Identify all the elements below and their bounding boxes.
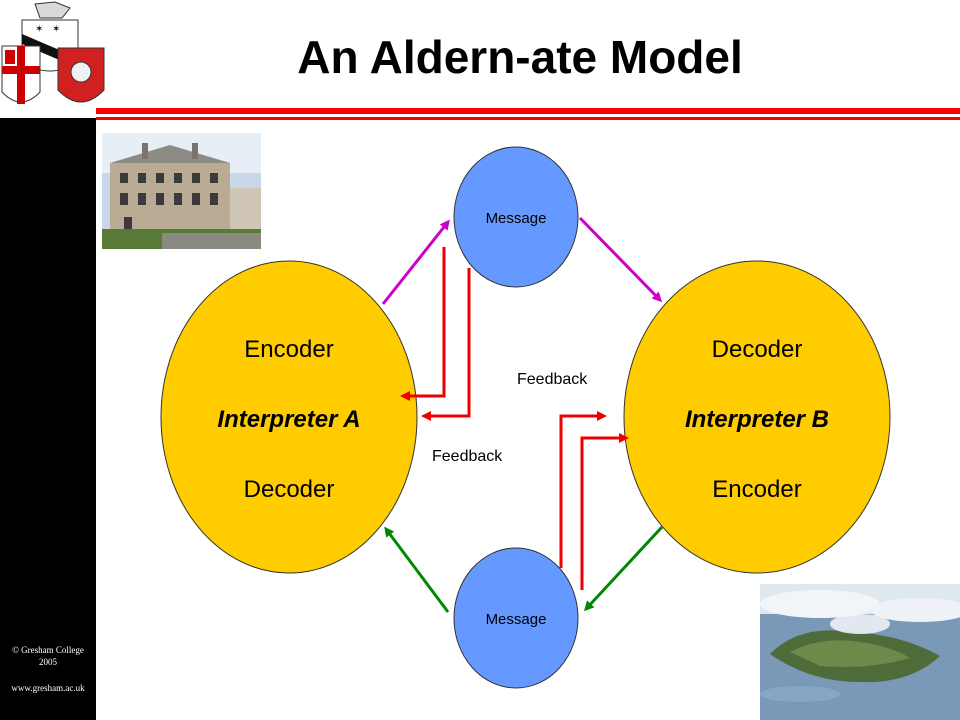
arrow-message-to-b [578, 216, 663, 303]
interpreter-a-role-bottom: Decoder [244, 476, 335, 503]
interpreter-b-role-top: Decoder [712, 336, 803, 363]
feedback-label-right: Feedback [517, 371, 588, 388]
message-top-node [453, 146, 579, 288]
interpreter-b-name: Interpreter B [685, 406, 829, 433]
arrow-b-to-message [583, 525, 664, 612]
arrow-a-to-message [381, 219, 450, 305]
sidebar [0, 118, 96, 720]
page-title: An Aldern-ate Model [297, 31, 743, 83]
header-rule-thin [96, 117, 960, 120]
feedback-label-left: Feedback [432, 448, 503, 465]
copyright-year: 2005 [39, 657, 57, 667]
copyright-text: © Gresham College [12, 645, 84, 655]
coat-of-arms-icon: ✶ ✶ [1, 1, 105, 104]
svg-text:✶: ✶ [35, 24, 43, 35]
interpreter-b-node [623, 260, 891, 574]
interpreter-a-node [160, 260, 418, 574]
arrow-message-to-a [384, 526, 450, 613]
website-url: www.gresham.ac.uk [11, 683, 85, 693]
interpreter-a-name: Interpreter A [217, 406, 360, 433]
feedback-arrow-outer-b [559, 411, 607, 568]
header-rule-thick [96, 108, 960, 114]
island-aerial-photo [760, 584, 960, 720]
feedback-arrow-inner-b [580, 433, 629, 590]
interpreter-b-role-bottom: Encoder [712, 476, 801, 503]
message-bottom-node [453, 547, 579, 689]
feedback-arrow-outer-a [400, 247, 446, 401]
college-crest: ✶ ✶ [0, 0, 110, 118]
message-bottom-label: Message [486, 611, 547, 628]
svg-text:✶: ✶ [52, 24, 60, 35]
interpreter-a-role-top: Encoder [244, 336, 333, 363]
message-top-label: Message [486, 210, 547, 227]
feedback-arrow-inner-a [421, 268, 471, 421]
house-photo [102, 133, 261, 249]
